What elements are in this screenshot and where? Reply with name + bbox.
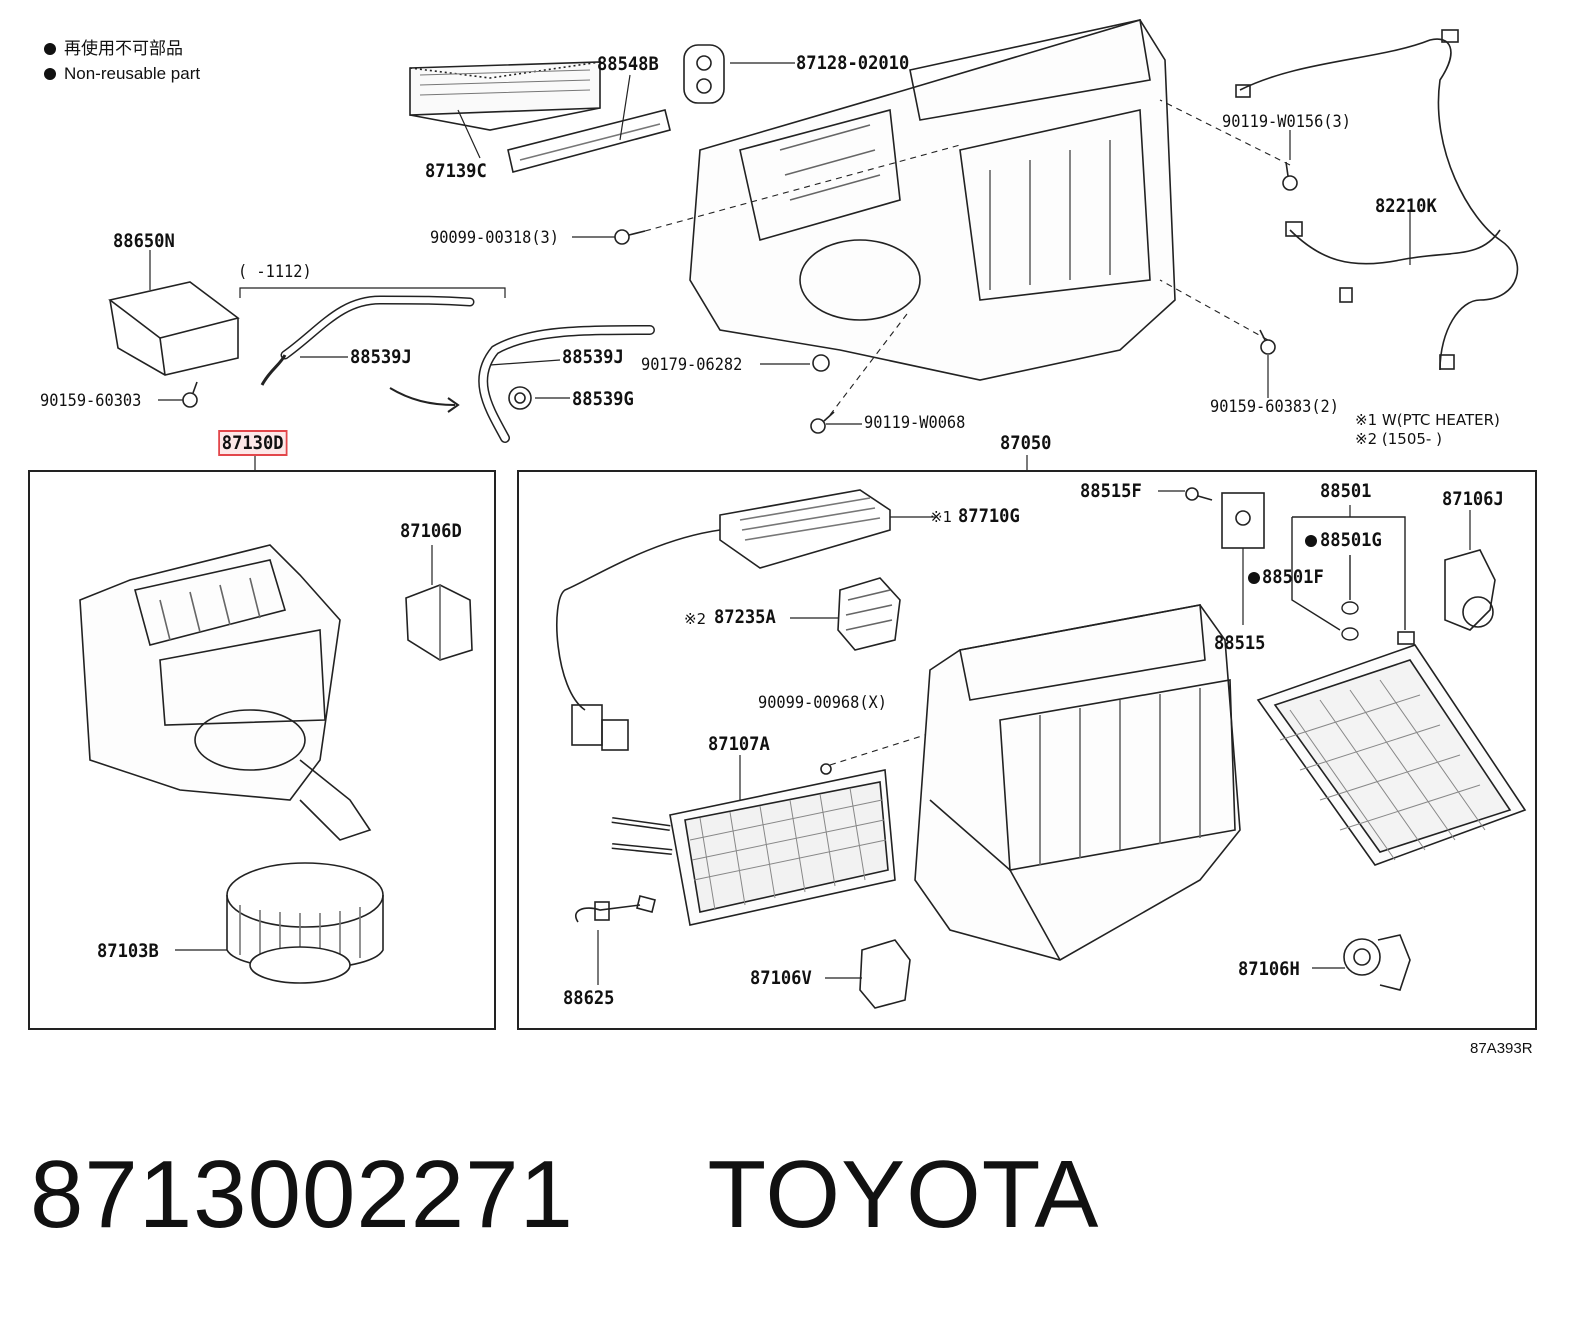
part-label-87103B[interactable]: 87103B — [97, 940, 159, 962]
part-label-87128-02010[interactable]: 87128-02010 — [796, 52, 910, 74]
legend-english-text: Non-reusable part — [64, 64, 201, 83]
note-ptc-heater: ※1 W(PTC HEATER) — [1355, 411, 1500, 429]
top-leader-lines — [149, 62, 1411, 425]
footer-part-number: 8713002271 — [30, 1141, 574, 1248]
part-label-87106H[interactable]: 87106H — [1238, 958, 1300, 980]
part-label-90099-00318[interactable]: 90099-00318(3) — [430, 228, 559, 248]
part-label-87107A[interactable]: 87107A — [708, 733, 770, 755]
cabin-filter-drawing — [409, 61, 601, 131]
expansion-valve-drawing — [1221, 492, 1265, 625]
control-module-drawing — [108, 281, 240, 376]
part-label-87235A[interactable]: 87235A — [714, 606, 776, 628]
part-label-82210K[interactable]: 82210K — [1375, 195, 1437, 217]
part-label-88501[interactable]: 88501 — [1320, 480, 1372, 502]
footer-brand: TOYOTA — [707, 1141, 1100, 1248]
o-rings-drawing — [1291, 516, 1406, 641]
date-range-1112: ( -1112) — [238, 262, 312, 282]
part-label-88625[interactable]: 88625 — [563, 987, 615, 1009]
legend-row-english: Non-reusable part — [44, 61, 200, 86]
drain-hose-drawing — [260, 295, 655, 443]
filter-cover-drawing — [507, 109, 671, 173]
part-label-87710G[interactable]: 87710G — [958, 505, 1020, 527]
blower-assembly-box — [28, 470, 496, 1030]
screw-drawings — [182, 161, 1298, 775]
part-label-88539G[interactable]: 88539G — [572, 388, 634, 410]
part-label-88501F[interactable]: 88501F — [1262, 566, 1324, 588]
diagram-reference-code: 87A393R — [1470, 1040, 1533, 1057]
part-label-88515F[interactable]: 88515F — [1080, 480, 1142, 502]
note-date-1505: ※2 (1505- ) — [1355, 430, 1442, 448]
bullet-icon — [44, 42, 56, 55]
part-label-90159-60383[interactable]: 90159-60383(2) — [1210, 397, 1339, 417]
non-reusable-bullet-icon — [1248, 572, 1260, 584]
legend-row-chinese: 再使用不可部品 — [44, 36, 200, 61]
grommet-drawing — [683, 44, 725, 104]
actuator-87106H-drawing — [1312, 934, 1411, 991]
bullet-icon — [44, 67, 56, 80]
evaporator-drawing — [1256, 631, 1527, 866]
part-label-88548B[interactable]: 88548B — [597, 53, 659, 75]
footer-title: 8713002271 TOYOTA — [30, 1140, 1099, 1250]
part-label-87050[interactable]: 87050 — [1000, 432, 1052, 454]
part-label-88539J-1[interactable]: 88539J — [350, 346, 412, 368]
heater-core-drawing — [611, 755, 896, 926]
sensor-88625-drawing — [575, 895, 656, 985]
legend: 再使用不可部品 Non-reusable part — [44, 36, 200, 86]
vent-87235A-drawing — [790, 577, 901, 651]
part-label-90119-W0156[interactable]: 90119-W0156(3) — [1222, 112, 1351, 132]
note-marker-1: ※1 — [930, 508, 953, 526]
blower-unit-drawing — [79, 544, 372, 841]
part-label-87106D[interactable]: 87106D — [400, 520, 462, 542]
note-marker-2: ※2 — [684, 610, 707, 628]
hvac-assembly-box — [517, 470, 1537, 1030]
part-label-87139C[interactable]: 87139C — [425, 160, 487, 182]
part-label-88501G[interactable]: 88501G — [1320, 529, 1382, 551]
hvac-unit-top-drawing — [689, 19, 1176, 381]
blower-motor-drawing — [175, 862, 384, 984]
right-leaders — [254, 456, 1351, 517]
actuator-87106V-drawing — [825, 939, 911, 1009]
part-label-90159-60303[interactable]: 90159-60303 — [40, 391, 142, 411]
non-reusable-bullet-icon — [1305, 535, 1317, 547]
legend-chinese-text: 再使用不可部品 — [64, 39, 183, 58]
part-label-90119-W0068[interactable]: 90119-W0068 — [864, 413, 966, 433]
hvac-case-87050-drawing — [914, 455, 1241, 961]
actuator-87106D-drawing — [405, 584, 473, 661]
dashed-leaders — [644, 99, 1291, 766]
part-label-88515[interactable]: 88515 — [1214, 632, 1266, 654]
ptc-heater-drawing — [556, 489, 935, 751]
actuator-87106J-drawing — [1444, 510, 1496, 631]
wire-harness-drawing — [1235, 29, 1519, 371]
part-label-87106V[interactable]: 87106V — [750, 967, 812, 989]
part-label-87106J[interactable]: 87106J — [1442, 488, 1504, 510]
part-label-90179-06282[interactable]: 90179-06282 — [641, 355, 743, 375]
part-label-88539J-2[interactable]: 88539J — [562, 346, 624, 368]
part-label-90099-00968[interactable]: 90099-00968(X) — [758, 693, 887, 713]
part-label-87130D-highlighted[interactable]: 87130D — [218, 430, 288, 456]
part-label-88650N[interactable]: 88650N — [113, 230, 175, 252]
